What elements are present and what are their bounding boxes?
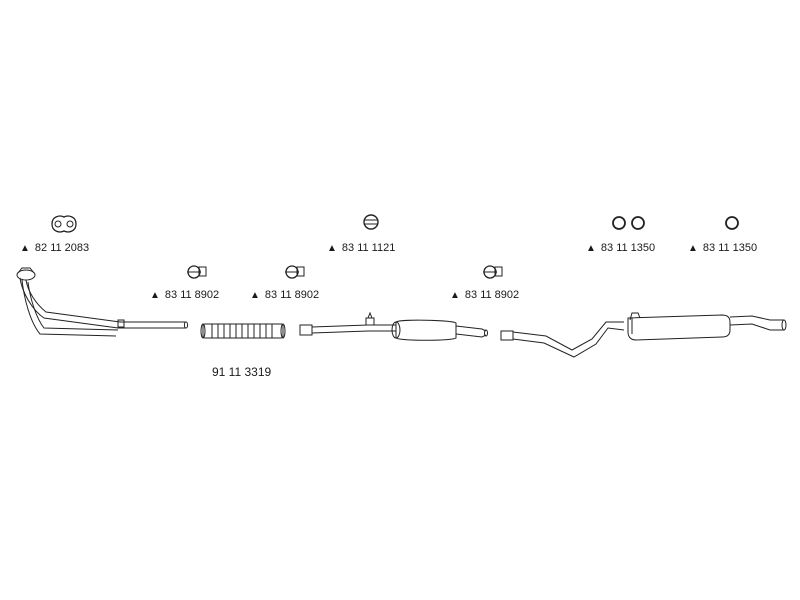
clamp-icon [483, 265, 503, 279]
part-number: 83 11 8902 [464, 289, 520, 301]
part-number: 83 11 8902 [164, 289, 220, 301]
warning-triangle-icon: ▲ [250, 290, 260, 301]
oval-gasket-icon [51, 215, 77, 233]
clamp-icon [285, 265, 305, 279]
part-label-clamp-3: ▲ 83 11 8902 [450, 289, 519, 302]
ring-icon [725, 216, 739, 230]
part-label-ring-single: ▲ 83 11 1350 [688, 242, 757, 255]
double-ring-icon [612, 216, 645, 230]
part-label-gasket-round: ▲ 83 11 1121 [327, 242, 395, 255]
clamp-icon [187, 265, 207, 279]
front-downpipe [16, 267, 189, 337]
part-label-gasket-front: ▲ 82 11 2083 [20, 242, 89, 255]
part-label-clamp-2: ▲ 83 11 8902 [250, 289, 319, 302]
warning-triangle-icon: ▲ [586, 243, 596, 254]
warning-triangle-icon: ▲ [20, 243, 30, 254]
warning-triangle-icon: ▲ [688, 243, 698, 254]
part-number: 83 11 1121 [341, 242, 396, 254]
middle-silencer [299, 311, 488, 341]
warning-triangle-icon: ▲ [327, 243, 337, 254]
round-gasket-icon [363, 214, 379, 230]
rear-silencer [500, 312, 787, 358]
flex-pipe [200, 323, 286, 339]
part-number: 83 11 1350 [600, 242, 656, 254]
part-label-ring-pair: ▲ 83 11 1350 [586, 242, 655, 255]
part-number: 83 11 8902 [264, 289, 320, 301]
warning-triangle-icon: ▲ [450, 290, 460, 301]
warning-triangle-icon: ▲ [150, 290, 160, 301]
part-label-flex-pipe: 91 11 3319 [212, 365, 272, 379]
part-number: 82 11 2083 [34, 242, 90, 254]
part-number: 83 11 1350 [702, 242, 758, 254]
part-label-clamp-1: ▲ 83 11 8902 [150, 289, 219, 302]
